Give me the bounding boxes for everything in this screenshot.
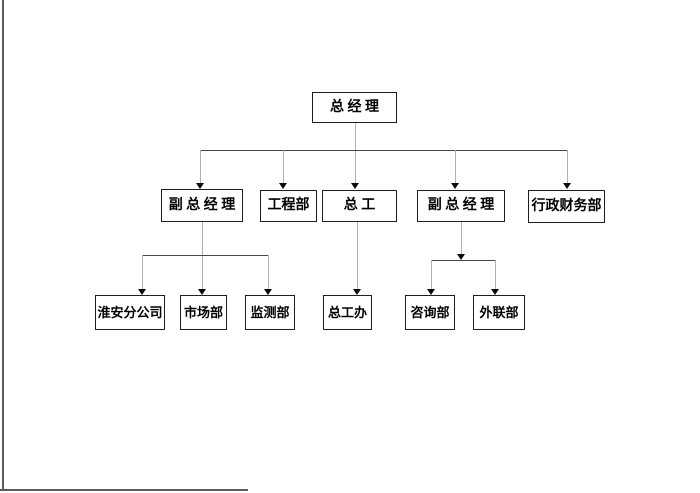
- arrowhead-down-icon: [451, 183, 459, 189]
- arrowhead-down-icon: [491, 289, 499, 295]
- page-left-border-line: [2, 0, 4, 491]
- node-label: 行政财务部: [531, 198, 602, 214]
- connector-drop-consulting: [431, 260, 432, 289]
- arrowhead-down-icon: [353, 289, 361, 295]
- node-label: 市场部: [183, 305, 223, 320]
- node-marketing-dept: 市场部: [180, 295, 227, 330]
- connector-root-vertical: [355, 123, 356, 184]
- connector-level2-rail: [200, 150, 567, 151]
- node-consulting-dept: 咨询部: [405, 295, 455, 330]
- connector-deputy-right-rail: [431, 260, 495, 261]
- node-external-relations-dept: 外联部: [473, 295, 525, 330]
- node-label: 外联部: [479, 305, 519, 320]
- node-deputy-general-manager-right: 副 总 经 理: [417, 190, 505, 222]
- connector-chief-engineer-vertical: [357, 222, 358, 289]
- connector-drop-external: [495, 260, 496, 289]
- node-chief-engineer-office: 总工办: [323, 295, 372, 330]
- node-deputy-general-manager-left: 副 总 经 理: [161, 189, 243, 222]
- node-label: 总工办: [327, 305, 367, 320]
- connector-deputy-left-rail: [142, 255, 268, 256]
- node-label: 淮安分公司: [97, 305, 163, 320]
- arrowhead-down-icon: [264, 289, 272, 295]
- node-engineering-dept: 工程部: [260, 190, 317, 222]
- node-huaian-branch: 淮安分公司: [95, 295, 165, 330]
- node-label: 工程部: [267, 198, 310, 213]
- connector-drop-engineering: [283, 150, 284, 184]
- node-label: 监测部: [250, 305, 290, 320]
- connector-drop-admin-finance: [567, 150, 568, 184]
- arrowhead-down-icon: [138, 289, 146, 295]
- node-label: 副 总 经 理: [427, 198, 495, 213]
- arrowhead-down-icon: [198, 289, 206, 295]
- node-label: 总 工: [343, 198, 376, 213]
- node-label: 咨询部: [410, 305, 450, 320]
- arrowhead-down-icon: [457, 254, 465, 260]
- arrowhead-down-icon: [351, 183, 359, 189]
- connector-drop-huaian: [142, 255, 143, 289]
- connector-drop-monitoring: [268, 255, 269, 289]
- page-bottom-border-line: [0, 489, 248, 491]
- node-general-manager: 总 经 理: [312, 92, 397, 123]
- connector-drop-deputy-left: [200, 150, 201, 184]
- node-admin-finance-dept: 行政财务部: [528, 190, 605, 223]
- arrowhead-down-icon: [279, 183, 287, 189]
- node-label: 副 总 经 理: [168, 197, 236, 213]
- connector-deputy-right-vertical: [461, 222, 462, 254]
- node-chief-engineer: 总 工: [322, 190, 397, 222]
- node-label: 总 经 理: [330, 99, 379, 115]
- node-monitoring-dept: 监测部: [245, 295, 295, 330]
- arrowhead-down-icon: [563, 183, 571, 189]
- arrowhead-down-icon: [196, 183, 204, 189]
- connector-drop-deputy-right: [455, 150, 456, 184]
- arrowhead-down-icon: [427, 289, 435, 295]
